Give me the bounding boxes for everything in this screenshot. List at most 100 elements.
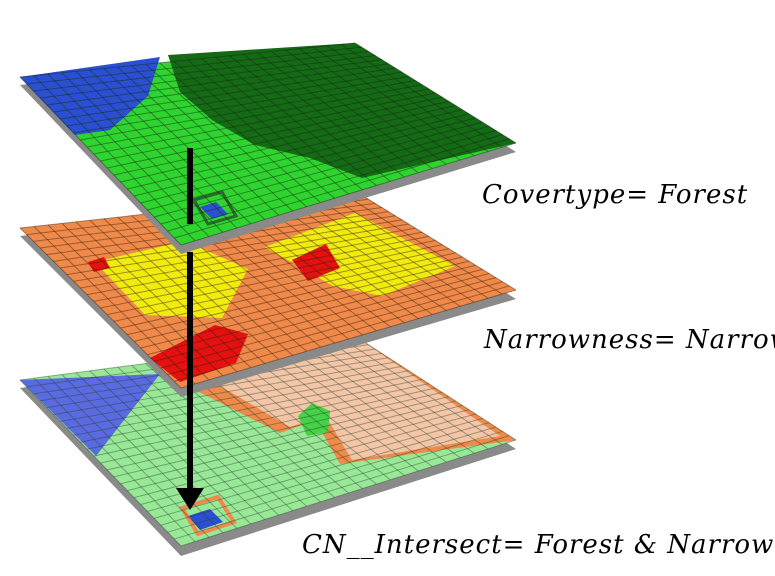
grid-line <box>117 216 280 360</box>
intersect-label: CN__Intersect= Forest & Narrow <box>302 530 775 560</box>
grid-line <box>113 100 450 176</box>
grid-line <box>80 374 416 443</box>
grid-line <box>167 281 503 376</box>
arrow-head <box>176 488 204 510</box>
grid-line <box>100 240 436 309</box>
grid-line <box>354 335 517 441</box>
intersect-cell-hit-rim <box>178 494 238 537</box>
grid-line <box>89 69 252 225</box>
narrowness-region-red-cross <box>292 244 340 281</box>
covertype-grid <box>19 42 517 246</box>
covertype-region-blue <box>20 57 160 135</box>
grid-line <box>340 192 503 295</box>
grid-line <box>159 62 321 203</box>
grid-line <box>53 357 389 416</box>
grid-line <box>160 426 497 526</box>
grid-line <box>103 68 266 220</box>
grid-line <box>326 193 489 299</box>
grid-line <box>107 96 443 169</box>
down-arrow-lower <box>176 252 204 510</box>
grid-line <box>154 422 490 519</box>
grid-line <box>174 285 510 382</box>
grid-line <box>75 221 238 373</box>
grid-line <box>187 59 349 195</box>
grid-line <box>167 134 503 232</box>
grid-line <box>40 55 376 99</box>
grid-line <box>147 268 483 356</box>
grid-line <box>19 227 182 389</box>
narrowness-region-red-spot <box>88 257 110 272</box>
grid-line <box>113 396 450 478</box>
grid-line <box>53 63 389 113</box>
grid-line <box>312 46 475 157</box>
grid-line <box>201 58 363 191</box>
grid-line <box>326 339 489 450</box>
grid-line <box>174 138 510 239</box>
grid-line <box>180 142 517 246</box>
grid-line <box>215 56 377 186</box>
grid-line <box>312 341 475 454</box>
grid-line <box>80 227 416 289</box>
grid-line <box>298 342 461 459</box>
grid-line <box>160 130 497 225</box>
grid-line <box>60 67 396 120</box>
grid-line <box>103 368 266 520</box>
grid-line <box>73 370 409 436</box>
grid-line <box>61 374 224 534</box>
grid-line <box>107 391 443 471</box>
grid-line <box>229 55 391 182</box>
grid-line <box>243 53 405 178</box>
grid-line <box>73 75 409 134</box>
grid-line <box>154 273 490 362</box>
grid-line <box>270 51 433 169</box>
grid-line <box>120 400 456 485</box>
narrowness-layer <box>19 190 517 397</box>
covertype-label: Covertype= Forest <box>482 180 749 210</box>
grid-line <box>33 226 196 385</box>
narrowness-region-red-channel <box>150 325 248 382</box>
grid-line <box>19 76 182 246</box>
grid-line <box>326 45 489 152</box>
grid-line <box>127 256 463 336</box>
grid-line <box>147 121 483 211</box>
grid-line <box>73 223 409 282</box>
grid-line <box>120 252 456 329</box>
grid-line <box>19 379 182 547</box>
grid-line <box>298 48 461 161</box>
grid-line <box>86 378 423 450</box>
grid-line <box>103 218 266 364</box>
grid-line <box>180 439 517 547</box>
grid-line <box>19 42 356 78</box>
grid-line <box>145 63 307 208</box>
grid-line <box>113 248 450 322</box>
grid-line <box>160 277 497 369</box>
grid-line <box>117 366 280 516</box>
grid-line <box>131 215 293 356</box>
grid-line <box>154 125 490 218</box>
grid-line <box>47 73 210 237</box>
grid-line <box>33 377 196 542</box>
covertype-cell-hit <box>200 202 228 219</box>
grid-line <box>340 43 503 148</box>
covertype-region-dark-forest <box>168 43 516 178</box>
grid-line <box>270 346 433 467</box>
grid-line <box>60 215 396 269</box>
grid-line <box>93 383 429 457</box>
covertype-layer <box>19 42 517 254</box>
grid-line <box>180 289 517 389</box>
grid-line <box>127 404 463 492</box>
narrowness-region-yellow-west <box>95 241 248 318</box>
grid-line <box>89 219 252 368</box>
grid-line <box>66 219 403 276</box>
grid-line <box>33 75 196 242</box>
grid-line <box>61 72 224 233</box>
grid-line <box>147 417 483 512</box>
grid-line <box>26 46 362 85</box>
intersect-region-blue <box>20 374 160 456</box>
grid-line <box>340 337 503 445</box>
narrowness-region-yellow-east <box>265 213 455 296</box>
grid-line <box>89 370 252 525</box>
grid-line <box>93 88 429 155</box>
